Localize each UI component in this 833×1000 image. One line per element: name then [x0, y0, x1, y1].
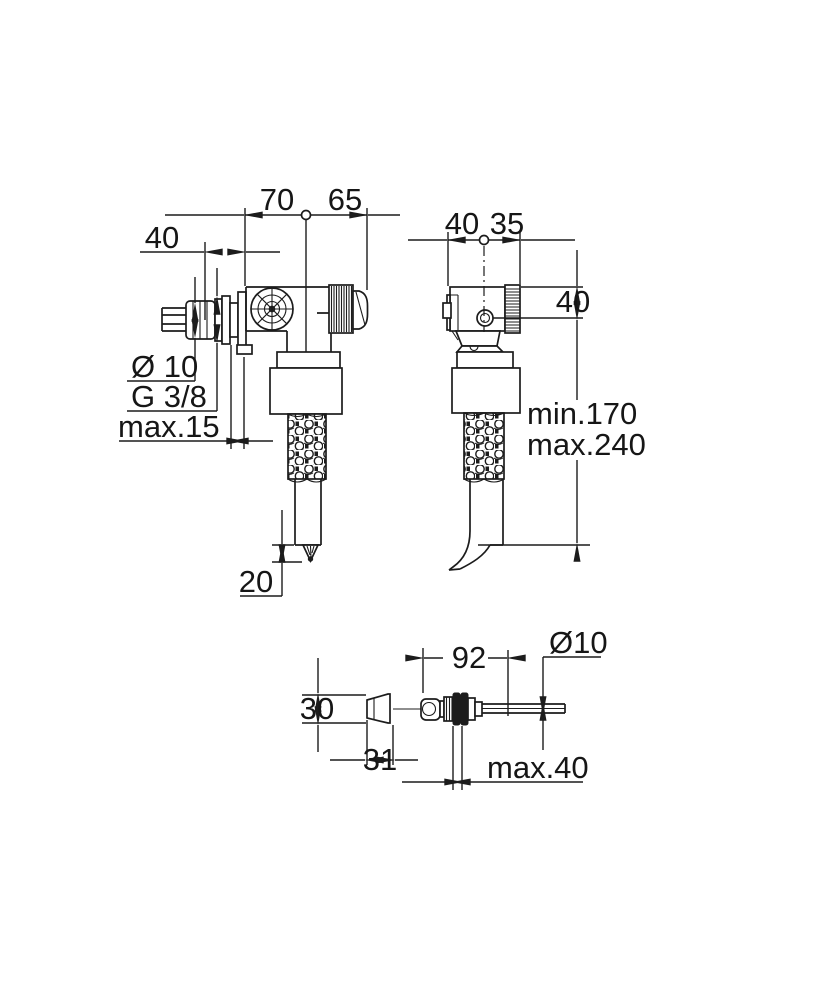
dimensions-side-view: 70 65 40 Ø 10 G 3/8 max.15 20	[118, 182, 400, 599]
tip-dim-label: 20	[239, 564, 273, 599]
rod-length-label: 92	[452, 640, 486, 675]
dim-40-side-label: 40	[145, 220, 179, 255]
cap-width-label: 31	[363, 742, 397, 777]
wheel-spokes	[251, 288, 293, 330]
min-length-label: min.170	[527, 396, 637, 431]
thread-size-label: G 3/8	[131, 379, 207, 414]
max-length-label: max.240	[527, 427, 646, 462]
dim-70-label: 70	[260, 182, 294, 217]
dim-40-front-label: 40	[445, 206, 479, 241]
dim-35-front-label: 35	[490, 206, 524, 241]
mounting-depth-label: max.40	[487, 750, 589, 785]
dimensions-detail-view: 30 31 92 Ø10 max.40	[300, 625, 608, 790]
side-view	[161, 284, 369, 564]
cap-height-label: 30	[300, 691, 334, 726]
dim-65-label: 65	[328, 182, 362, 217]
head-height-label: 40	[556, 284, 590, 319]
dimensions-front-view: 40 35 40 min.170 max.240	[408, 206, 646, 562]
detail-view	[366, 692, 566, 726]
knurl-ribs-front	[505, 288, 520, 332]
inlet-diameter-label: Ø 10	[131, 349, 198, 384]
knurl-ribs-side	[330, 286, 353, 332]
rod-diameter-label: Ø10	[549, 625, 608, 660]
front-view	[442, 284, 521, 571]
wall-thickness-label: max.15	[118, 409, 220, 444]
